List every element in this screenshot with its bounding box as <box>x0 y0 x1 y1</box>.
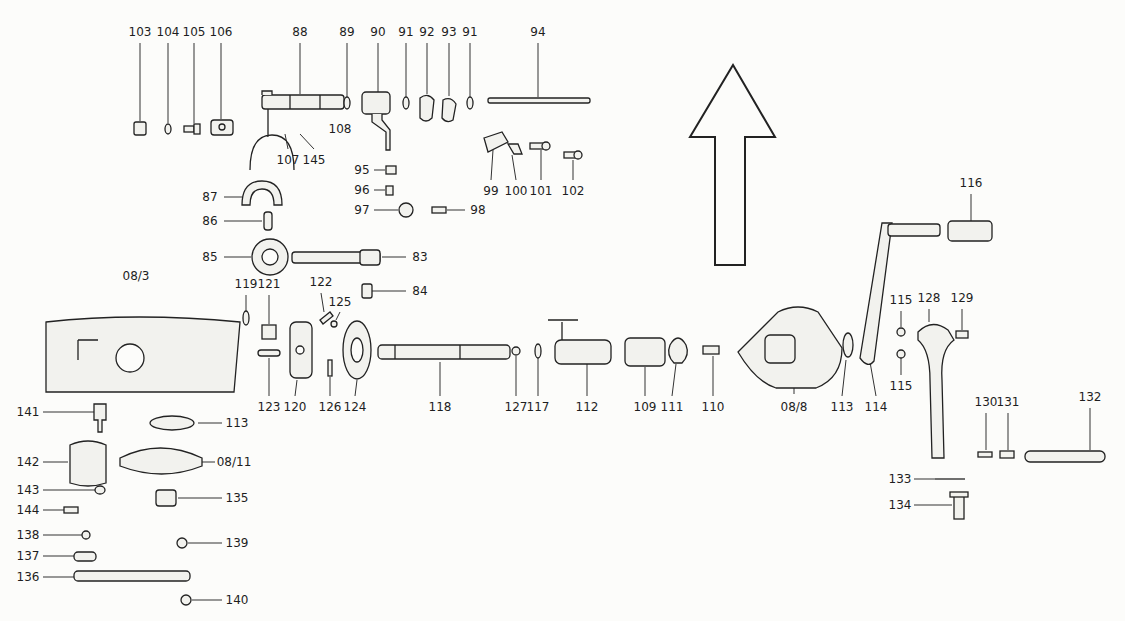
callout-number: 89 <box>339 25 354 39</box>
callout-number: 116 <box>960 176 983 190</box>
callout-number: 117 <box>527 400 550 414</box>
callout-number: 133 <box>889 472 912 486</box>
callout-number: 121 <box>258 277 281 291</box>
callout-number: 86 <box>202 214 217 228</box>
callout-number: 91 <box>398 25 413 39</box>
callout-number: 138 <box>17 528 40 542</box>
callout-number: 113 <box>831 400 854 414</box>
callout-number: 132 <box>1079 390 1102 404</box>
callout-number: 92 <box>419 25 434 39</box>
callout-number: 83 <box>412 250 427 264</box>
callout-number: 101 <box>530 184 553 198</box>
callout-number: 84 <box>412 284 427 298</box>
callout-number: 142 <box>17 455 40 469</box>
callout-number: 144 <box>17 503 40 517</box>
callout-number: 103 <box>129 25 152 39</box>
callout-number: 136 <box>17 570 40 584</box>
callout-number: 109 <box>634 400 657 414</box>
callout-number: 122 <box>310 275 333 289</box>
callout-number: 129 <box>951 291 974 305</box>
callout-number: 131 <box>997 395 1020 409</box>
callout-number: 137 <box>17 549 40 563</box>
callout-number: 125 <box>329 295 352 309</box>
callout-number: 140 <box>226 593 249 607</box>
callout-number: 08/3 <box>123 269 150 283</box>
callout-number: 90 <box>370 25 385 39</box>
callout-number: 124 <box>344 400 367 414</box>
callout-number: 112 <box>576 400 599 414</box>
callout-number: 115 <box>890 293 913 307</box>
callout-number: 88 <box>292 25 307 39</box>
callout-number: 141 <box>17 405 40 419</box>
callout-number: 97 <box>354 203 369 217</box>
callout-number: 91 <box>462 25 477 39</box>
callout-number: 98 <box>470 203 485 217</box>
callout-number: 135 <box>226 491 249 505</box>
callout-number: 106 <box>210 25 233 39</box>
callout-number: 113 <box>226 416 249 430</box>
callout-number: 107 <box>277 153 300 167</box>
parts <box>46 91 1105 605</box>
callout-number: 120 <box>284 400 307 414</box>
callout-number: 08/11 <box>217 455 252 469</box>
callout-number: 115 <box>890 379 913 393</box>
callout-number: 130 <box>975 395 998 409</box>
callout-number: 118 <box>429 400 452 414</box>
callout-number: 08/8 <box>781 400 808 414</box>
callout-number: 100 <box>505 184 528 198</box>
callout-number: 145 <box>303 153 326 167</box>
callout-number: 94 <box>530 25 545 39</box>
callout-number: 105 <box>183 25 206 39</box>
callout-number: 99 <box>483 184 498 198</box>
callout-number: 102 <box>562 184 585 198</box>
callout-number: 143 <box>17 483 40 497</box>
callout-number: 134 <box>889 498 912 512</box>
callout-number: 119 <box>235 277 258 291</box>
callout-number: 87 <box>202 190 217 204</box>
callout-number: 127 <box>505 400 528 414</box>
callout-number: 85 <box>202 250 217 264</box>
callout-number: 128 <box>918 291 941 305</box>
callout-number: 110 <box>702 400 725 414</box>
callout-number: 96 <box>354 183 369 197</box>
callout-number: 93 <box>441 25 456 39</box>
callout-number: 123 <box>258 400 281 414</box>
callout-number: 95 <box>354 163 369 177</box>
direction-arrow <box>690 65 775 265</box>
callout-number: 104 <box>157 25 180 39</box>
leader-lines <box>43 43 1090 600</box>
callout-number: 114 <box>865 400 888 414</box>
callout-number: 139 <box>226 536 249 550</box>
callout-number: 111 <box>661 400 684 414</box>
callout-number: 108 <box>329 122 352 136</box>
callout-number: 126 <box>319 400 342 414</box>
